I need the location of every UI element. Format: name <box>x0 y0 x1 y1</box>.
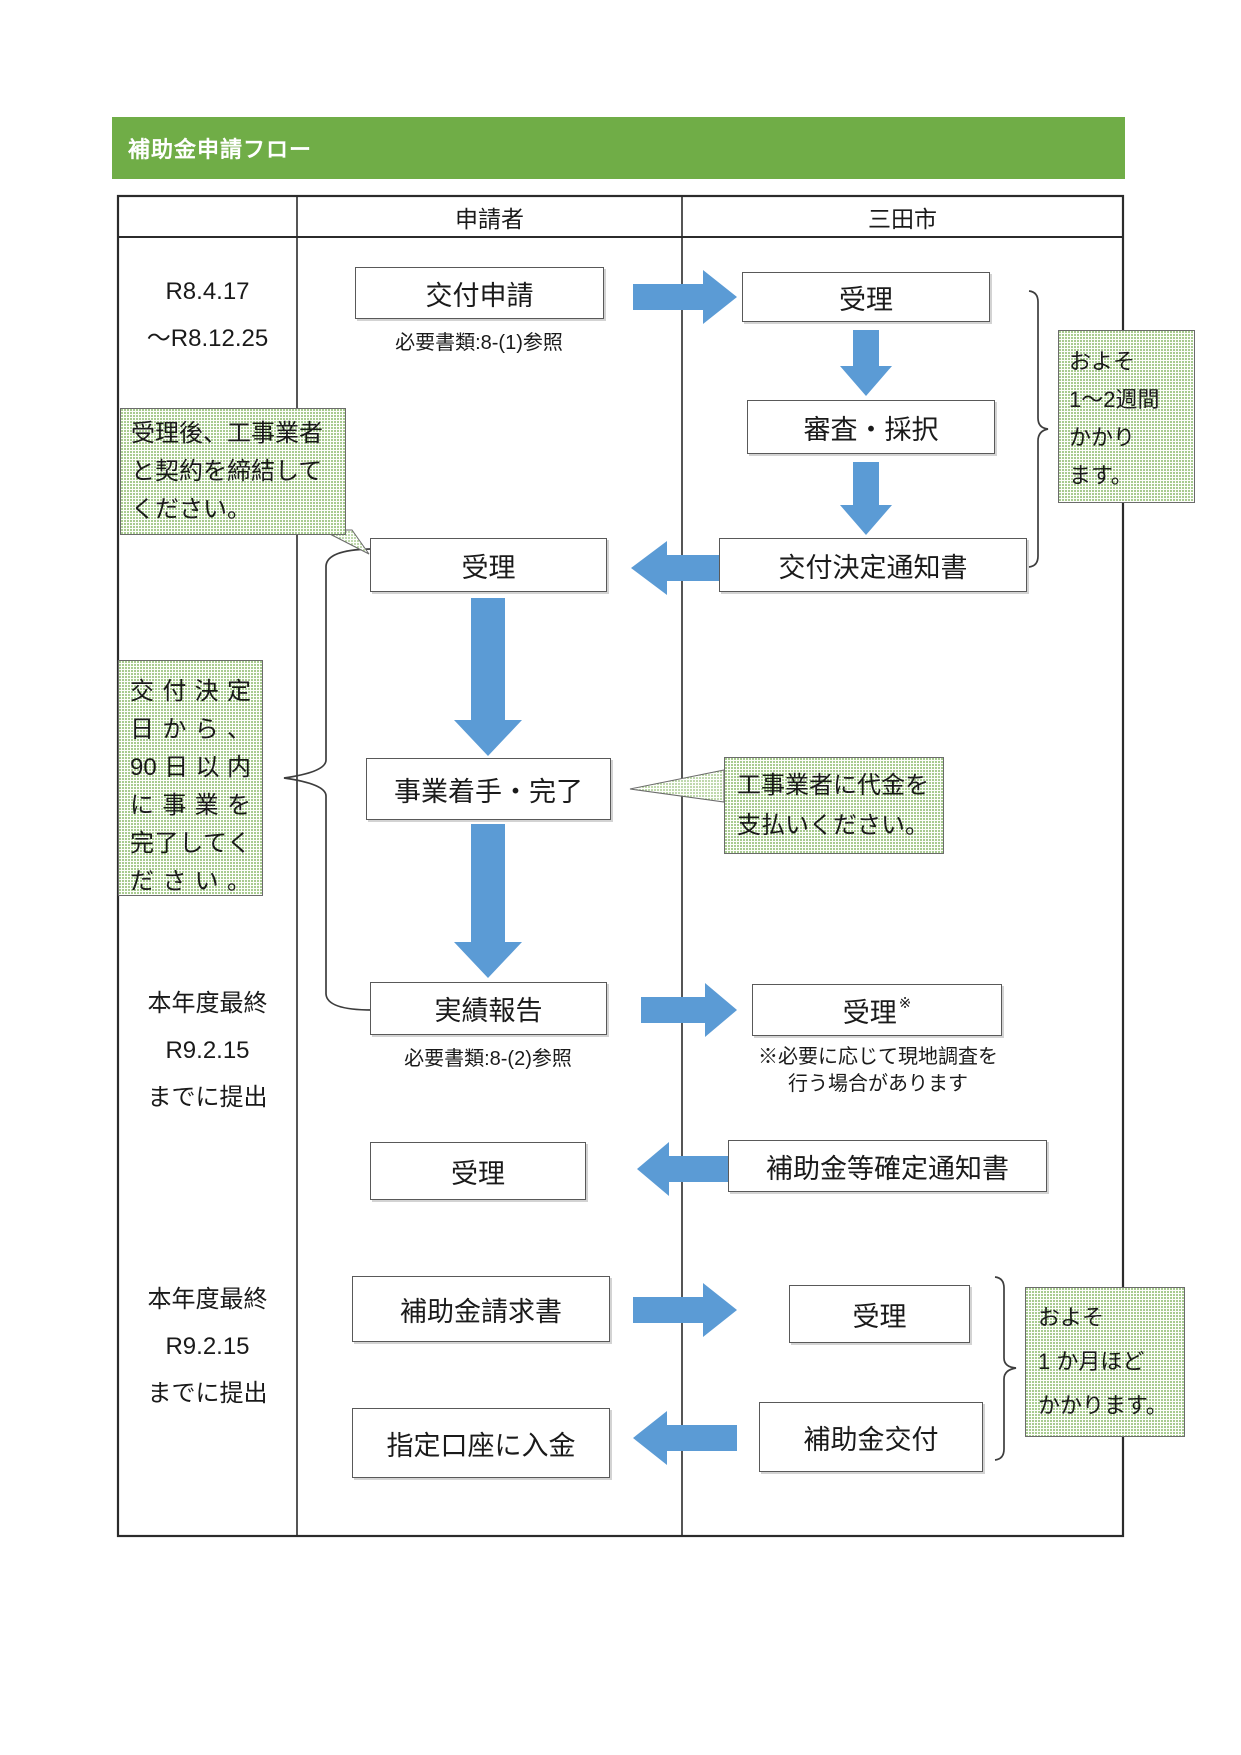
box-review-adoption: 審査・採択 <box>747 400 995 454</box>
callout-weeks-line2: 1〜2週間 <box>1069 387 1160 412</box>
box-grant-application: 交付申請 <box>355 267 604 319</box>
callout-month-line2: 1 か月ほど <box>1038 1349 1145 1374</box>
arrow-left-confirm-notice <box>637 1142 737 1196</box>
arrow-down-receipt-to-project <box>454 598 522 756</box>
box-results-report: 実績報告 <box>370 982 607 1035</box>
period-line2: 〜R8.12.25 <box>146 325 269 352</box>
period-line1: R8.4.17 <box>165 278 250 305</box>
box-subsidy-payment: 補助金交付 <box>759 1402 983 1472</box>
note-required-docs-2: 必要書類:8-(2)参照 <box>404 1048 572 1070</box>
callout-contract-line3: ください。 <box>131 496 251 523</box>
note-site-survey: ※必要に応じて現地調査を 行う場合があります <box>723 1044 1033 1098</box>
box-receipt-applicant-2: 受理 <box>370 1142 586 1200</box>
callout-contract-line2: と契約を締結して <box>131 458 323 485</box>
box-receipt-city-2: 受理※ <box>752 984 1002 1036</box>
brace-left-ninety-days <box>283 548 373 1011</box>
column-header-applicant: 申請者 <box>455 206 524 232</box>
box-receipt-city-3: 受理 <box>789 1285 970 1343</box>
box-receipt-city-2-label: 受理 <box>842 997 897 1028</box>
callout-contract: 受理後、工事業者 と契約を締結して ください。 <box>120 408 346 535</box>
column-header-city: 三田市 <box>868 206 937 232</box>
arrow-right-invoice <box>633 1283 737 1337</box>
callout-payment-line1: 工事業者に代金を <box>737 772 929 799</box>
flow-arrows <box>454 270 892 1465</box>
callout-ninety-days-line4: に事業を <box>130 792 251 819</box>
note-required-docs-1: 必要書類:8-(1)参照 <box>395 332 563 354</box>
deadline-label-1: 本年度最終 R9.2.15 までに提出 <box>118 980 297 1121</box>
deadline2-line3: までに提出 <box>147 1380 268 1407</box>
arrow-right-application <box>633 270 737 324</box>
callout-month-line1: およそ <box>1038 1305 1105 1330</box>
deadline2-line2: R9.2.15 <box>165 1333 250 1360</box>
brace-right-month <box>994 1276 1017 1461</box>
deadline1-line2: R9.2.15 <box>165 1037 250 1064</box>
page-title: 補助金申請フロー <box>128 137 313 162</box>
arrow-down-review-to-notice <box>840 462 892 535</box>
box-grant-decision-notice: 交付決定通知書 <box>719 538 1027 592</box>
callout-weeks-line4: ます。 <box>1069 463 1133 488</box>
box-receipt-city-1: 受理 <box>742 272 990 322</box>
callout-ninety-days-line1: 交付決定 <box>130 678 251 705</box>
callout-payment: 工事業者に代金を 支払いください。 <box>724 757 944 854</box>
callout-month-line3: かかります。 <box>1038 1393 1168 1418</box>
callout-ninety-days-line2: 日から、 <box>130 716 251 743</box>
callout-ninety-days-line3: 90日以内 <box>130 754 251 781</box>
deadline2-line1: 本年度最終 <box>147 1286 268 1313</box>
page-title-bar: 補助金申請フロー <box>112 117 1125 179</box>
arrow-down-project-to-report <box>454 824 522 978</box>
callout-one-two-weeks: およそ 1〜2週間 かかり ます。 <box>1058 330 1195 503</box>
box-subsidy-confirm-notice: 補助金等確定通知書 <box>728 1140 1047 1192</box>
deadline-label-2: 本年度最終 R9.2.15 までに提出 <box>118 1276 297 1417</box>
period-label: R8.4.17 〜R8.12.25 <box>118 268 297 362</box>
callout-weeks-line1: およそ <box>1069 349 1136 374</box>
note-site-survey-line1: ※必要に応じて現地調査を <box>758 1046 998 1068</box>
callout-ninety-days-line5: 完了してく <box>130 830 251 857</box>
box-receipt-applicant-1: 受理 <box>370 538 607 592</box>
payment-callout-tail <box>629 769 725 803</box>
callout-ninety-days: 交付決定 日から、 90日以内 に事業を 完了してく ださい。 <box>118 660 263 896</box>
arrow-left-notice-to-receipt <box>631 541 737 595</box>
note-site-survey-line2: 行う場合があります <box>788 1073 968 1095</box>
callout-one-month: およそ 1 か月ほど かかります。 <box>1025 1287 1185 1437</box>
callout-weeks-line3: かかり <box>1069 425 1136 450</box>
arrow-down-receipt-to-review <box>840 330 892 396</box>
box-deposit-account: 指定口座に入金 <box>352 1408 610 1478</box>
deadline1-line3: までに提出 <box>147 1084 268 1111</box>
box-project-start-complete: 事業着手・完了 <box>366 758 611 820</box>
box-subsidy-invoice: 補助金請求書 <box>352 1276 610 1342</box>
brace-right-weeks <box>1028 290 1049 568</box>
deadline1-line1: 本年度最終 <box>147 990 268 1017</box>
arrow-right-report <box>641 983 737 1037</box>
callout-payment-line2: 支払いください。 <box>737 812 929 839</box>
arrow-left-payment <box>633 1411 737 1465</box>
callout-contract-line1: 受理後、工事業者 <box>131 420 323 447</box>
callout-ninety-days-line6: ださい。 <box>130 868 251 895</box>
